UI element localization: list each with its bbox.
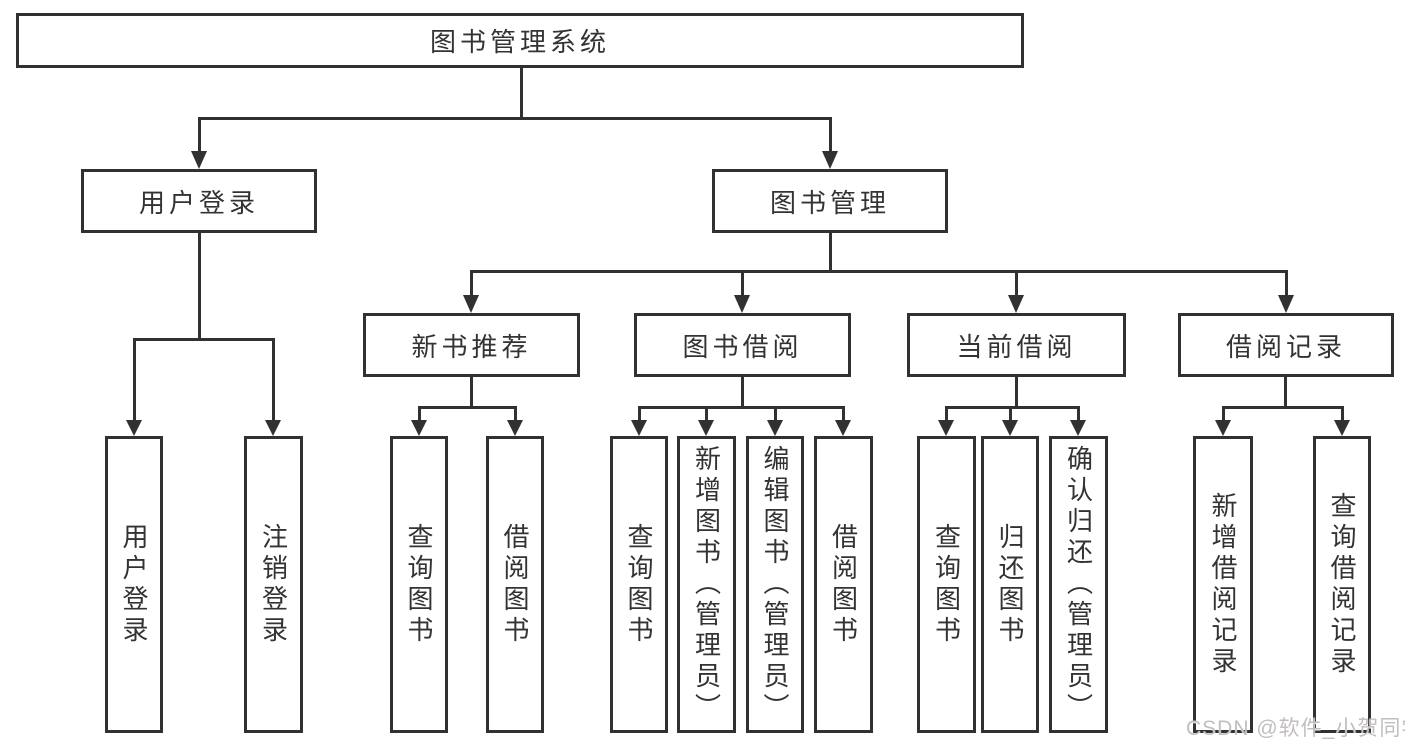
connector-to-leaf-add-books bbox=[705, 406, 708, 420]
connector-current-borrowing-split bbox=[945, 406, 1080, 409]
node-new-book-recommendation-box: 新书推荐 bbox=[363, 313, 580, 377]
connector-book-borrowing-stem bbox=[741, 377, 744, 406]
arrowhead-to-leaf-return-books bbox=[1002, 420, 1018, 436]
node-book-management-box: 图书管理 bbox=[712, 169, 948, 233]
connector-to-borrowing-records bbox=[1285, 270, 1288, 295]
connector-to-leaf-borrow-books-1 bbox=[514, 406, 517, 420]
connector-current-borrowing-stem bbox=[1015, 377, 1018, 406]
connector-borrowing-records-split bbox=[1222, 406, 1344, 409]
connector-user-login-stem bbox=[198, 233, 201, 338]
connector-root-stem bbox=[520, 66, 523, 117]
arrowhead-to-leaf-add-books bbox=[698, 420, 714, 436]
leaf-user-login-box: 用户登录 bbox=[105, 436, 163, 733]
arrowhead-to-borrowing-records bbox=[1278, 295, 1294, 313]
arrowhead-to-leaf-query-record bbox=[1334, 420, 1350, 436]
arrowhead-to-leaf-confirm-return bbox=[1070, 420, 1086, 436]
node-user-login-box: 用户登录 bbox=[81, 169, 317, 233]
connector-to-leaf-query-record bbox=[1341, 406, 1344, 420]
connector-borrowing-records-stem bbox=[1284, 377, 1287, 406]
connector-to-leaf-confirm-return bbox=[1077, 406, 1080, 420]
connector-to-leaf-query-books-1 bbox=[418, 406, 421, 420]
arrowhead-to-leaf-borrow-books-2 bbox=[835, 420, 851, 436]
arrowhead-to-leaf-query-books-2 bbox=[631, 420, 647, 436]
connector-book-borrowing-split bbox=[638, 406, 845, 409]
arrowhead-to-leaf-query-books-1 bbox=[411, 420, 427, 436]
arrowhead-to-new-book-rec bbox=[463, 295, 479, 313]
connector-to-new-book-rec bbox=[470, 270, 473, 295]
leaf-query-books-box-1: 查询图书 bbox=[390, 436, 448, 733]
connector-to-leaf-query-books-2 bbox=[638, 406, 641, 420]
arrowhead-to-book-borrowing bbox=[734, 295, 750, 313]
connector-book-management-stem bbox=[829, 233, 832, 270]
arrowhead-to-user-login bbox=[191, 151, 207, 169]
arrowhead-to-current-borrowing bbox=[1008, 295, 1024, 313]
connector-to-leaf-logout bbox=[272, 338, 275, 420]
connector-new-book-rec-stem bbox=[470, 377, 473, 406]
leaf-logout-box: 注销登录 bbox=[244, 436, 303, 733]
node-borrowing-records-box: 借阅记录 bbox=[1178, 313, 1394, 377]
connector-root-split bbox=[198, 117, 832, 120]
leaf-query-books-box-2: 查询图书 bbox=[610, 436, 668, 733]
arrowhead-to-leaf-edit-books bbox=[767, 420, 783, 436]
connector-book-management-split bbox=[470, 270, 1288, 273]
csdn-watermark: CSDN @软件_小贺同学 bbox=[1186, 717, 1405, 740]
leaf-borrow-books-box-2: 借阅图书 bbox=[814, 436, 873, 733]
connector-user-login-split bbox=[133, 338, 275, 341]
leaf-confirm-return-admin-box: 确认归还（管理员） bbox=[1049, 436, 1108, 733]
arrowhead-to-book-management bbox=[822, 151, 838, 169]
connector-to-user-login bbox=[198, 117, 201, 151]
connector-to-leaf-user-login bbox=[133, 338, 136, 420]
node-library-system-box: 图书管理系统 bbox=[16, 13, 1024, 68]
connector-to-leaf-return-books bbox=[1009, 406, 1012, 420]
leaf-add-borrow-record-box: 新增借阅记录 bbox=[1193, 436, 1253, 733]
leaf-query-books-box-3: 查询图书 bbox=[917, 436, 976, 733]
connector-to-book-borrowing bbox=[741, 270, 744, 295]
connector-to-leaf-borrow-books-2 bbox=[842, 406, 845, 420]
arrowhead-to-leaf-query-books-3 bbox=[938, 420, 954, 436]
arrowhead-to-leaf-add-record bbox=[1215, 420, 1231, 436]
connector-to-book-management bbox=[829, 117, 832, 151]
leaf-add-books-admin-box: 新增图书（管理员） bbox=[677, 436, 736, 733]
connector-to-leaf-edit-books bbox=[774, 406, 777, 420]
arrowhead-to-leaf-logout bbox=[265, 420, 281, 436]
node-book-borrowing-box: 图书借阅 bbox=[634, 313, 851, 377]
arrowhead-to-leaf-borrow-books-1 bbox=[507, 420, 523, 436]
connector-new-book-rec-split bbox=[418, 406, 517, 409]
node-current-borrowing-box: 当前借阅 bbox=[907, 313, 1126, 377]
leaf-borrow-books-box-1: 借阅图书 bbox=[486, 436, 544, 733]
leaf-edit-books-admin-box: 编辑图书（管理员） bbox=[746, 436, 804, 733]
connector-to-leaf-add-record bbox=[1222, 406, 1225, 420]
arrowhead-to-leaf-user-login bbox=[126, 420, 142, 436]
connector-to-leaf-query-books-3 bbox=[945, 406, 948, 420]
leaf-return-books-box: 归还图书 bbox=[981, 436, 1039, 733]
leaf-query-borrow-record-box: 查询借阅记录 bbox=[1313, 436, 1371, 733]
connector-to-current-borrowing bbox=[1015, 270, 1018, 295]
